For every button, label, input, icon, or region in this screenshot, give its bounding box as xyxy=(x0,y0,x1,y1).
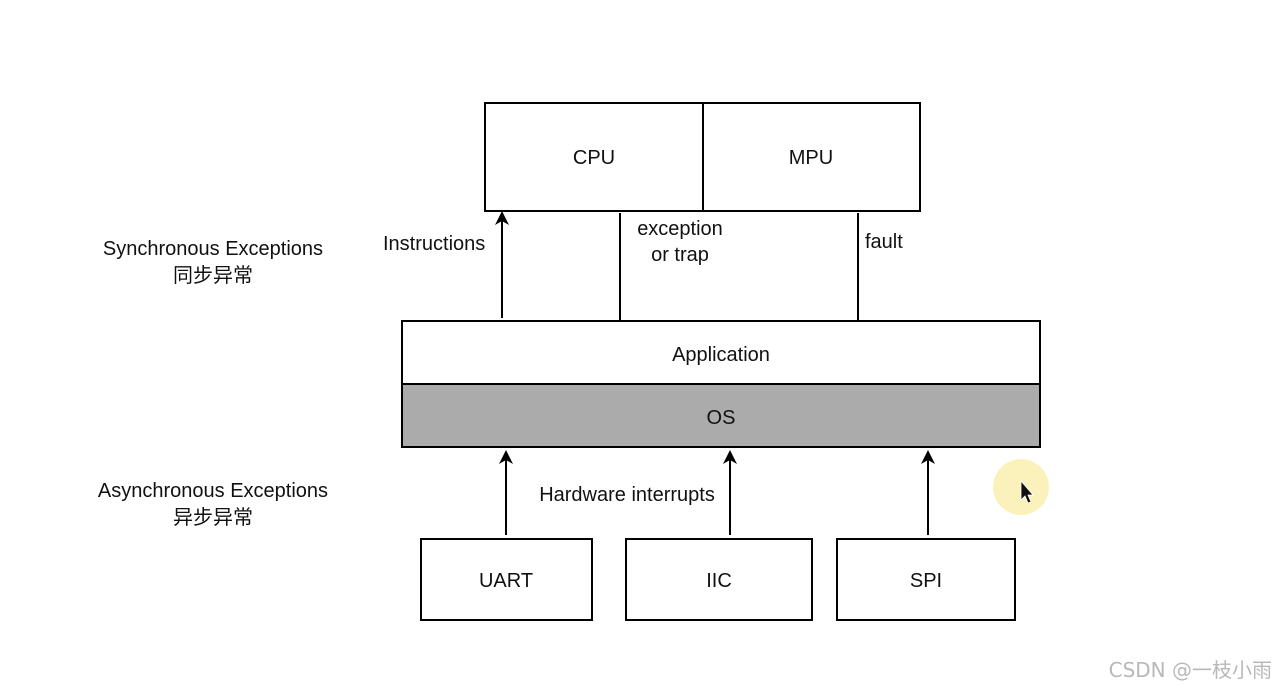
async-label-en: Asynchronous Exceptions xyxy=(98,480,328,502)
os-label: OS xyxy=(707,407,736,429)
watermark: CSDN @一枝小雨 xyxy=(1109,658,1272,682)
uart-label: UART xyxy=(479,570,533,592)
edge-label-instructions: Instructions xyxy=(383,233,485,255)
edge-label-exception-1: exception xyxy=(637,218,723,240)
mouse-pointer-icon xyxy=(1020,479,1034,504)
cpu-label: CPU xyxy=(573,147,615,169)
spi-node: SPI xyxy=(836,538,1016,621)
uart-node: UART xyxy=(420,538,593,621)
cpu-node: CPU xyxy=(484,102,704,212)
cursor-highlight xyxy=(993,459,1049,515)
edge-label-hardware-interrupts: Hardware interrupts xyxy=(539,484,715,506)
async-label-zh: 异步异常 xyxy=(173,505,253,529)
iic-node: IIC xyxy=(625,538,813,621)
sync-label-en: Synchronous Exceptions xyxy=(103,238,323,260)
os-layer: OS xyxy=(401,383,1041,448)
iic-label: IIC xyxy=(706,570,732,592)
application-label: Application xyxy=(672,344,770,366)
spi-label: SPI xyxy=(910,570,942,592)
edge-label-exception-2: or trap xyxy=(651,244,709,266)
mpu-label: MPU xyxy=(789,147,833,169)
application-layer: Application xyxy=(401,320,1041,385)
mpu-node: MPU xyxy=(702,102,921,212)
edge-label-fault: fault xyxy=(865,231,903,253)
sync-label-zh: 同步异常 xyxy=(173,263,253,287)
